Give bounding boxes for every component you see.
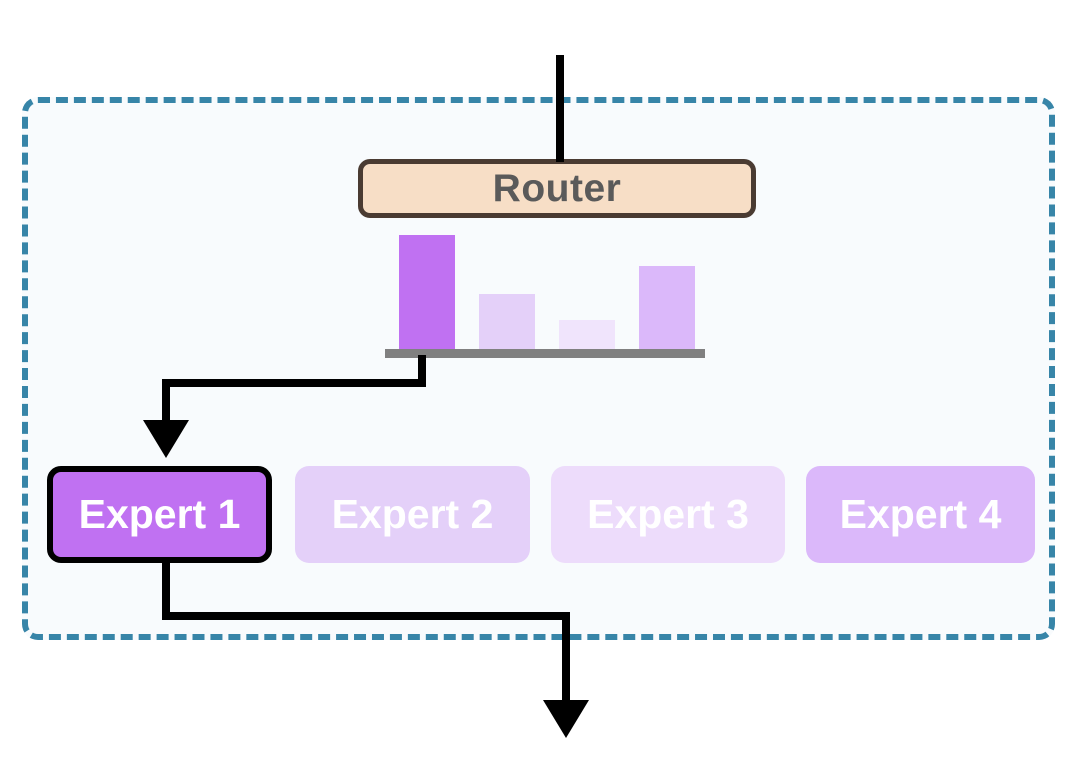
gate-weight-bar-2: [479, 294, 535, 350]
expert-label-2: Expert 2: [331, 491, 494, 537]
expert-box-3[interactable]: Expert 3: [551, 466, 785, 563]
expert1-output-arrowhead-icon: [543, 700, 589, 738]
expert-box-1[interactable]: Expert 1: [47, 466, 272, 563]
expert-box-2[interactable]: Expert 2: [295, 466, 530, 563]
gate-weight-bar-3: [559, 320, 615, 350]
expert-box-4[interactable]: Expert 4: [806, 466, 1035, 563]
expert-label-4: Expert 4: [839, 491, 1002, 537]
gate-weight-bar-4: [639, 266, 695, 350]
expert-label-1: Expert 1: [78, 491, 241, 537]
router-gate-weight-chart: [385, 235, 705, 358]
gate-weight-bar-1: [399, 235, 455, 350]
router-label: Router: [492, 167, 622, 210]
router-box[interactable]: Router: [358, 159, 756, 218]
expert-label-3: Expert 3: [587, 491, 749, 537]
chart-baseline: [385, 349, 705, 358]
